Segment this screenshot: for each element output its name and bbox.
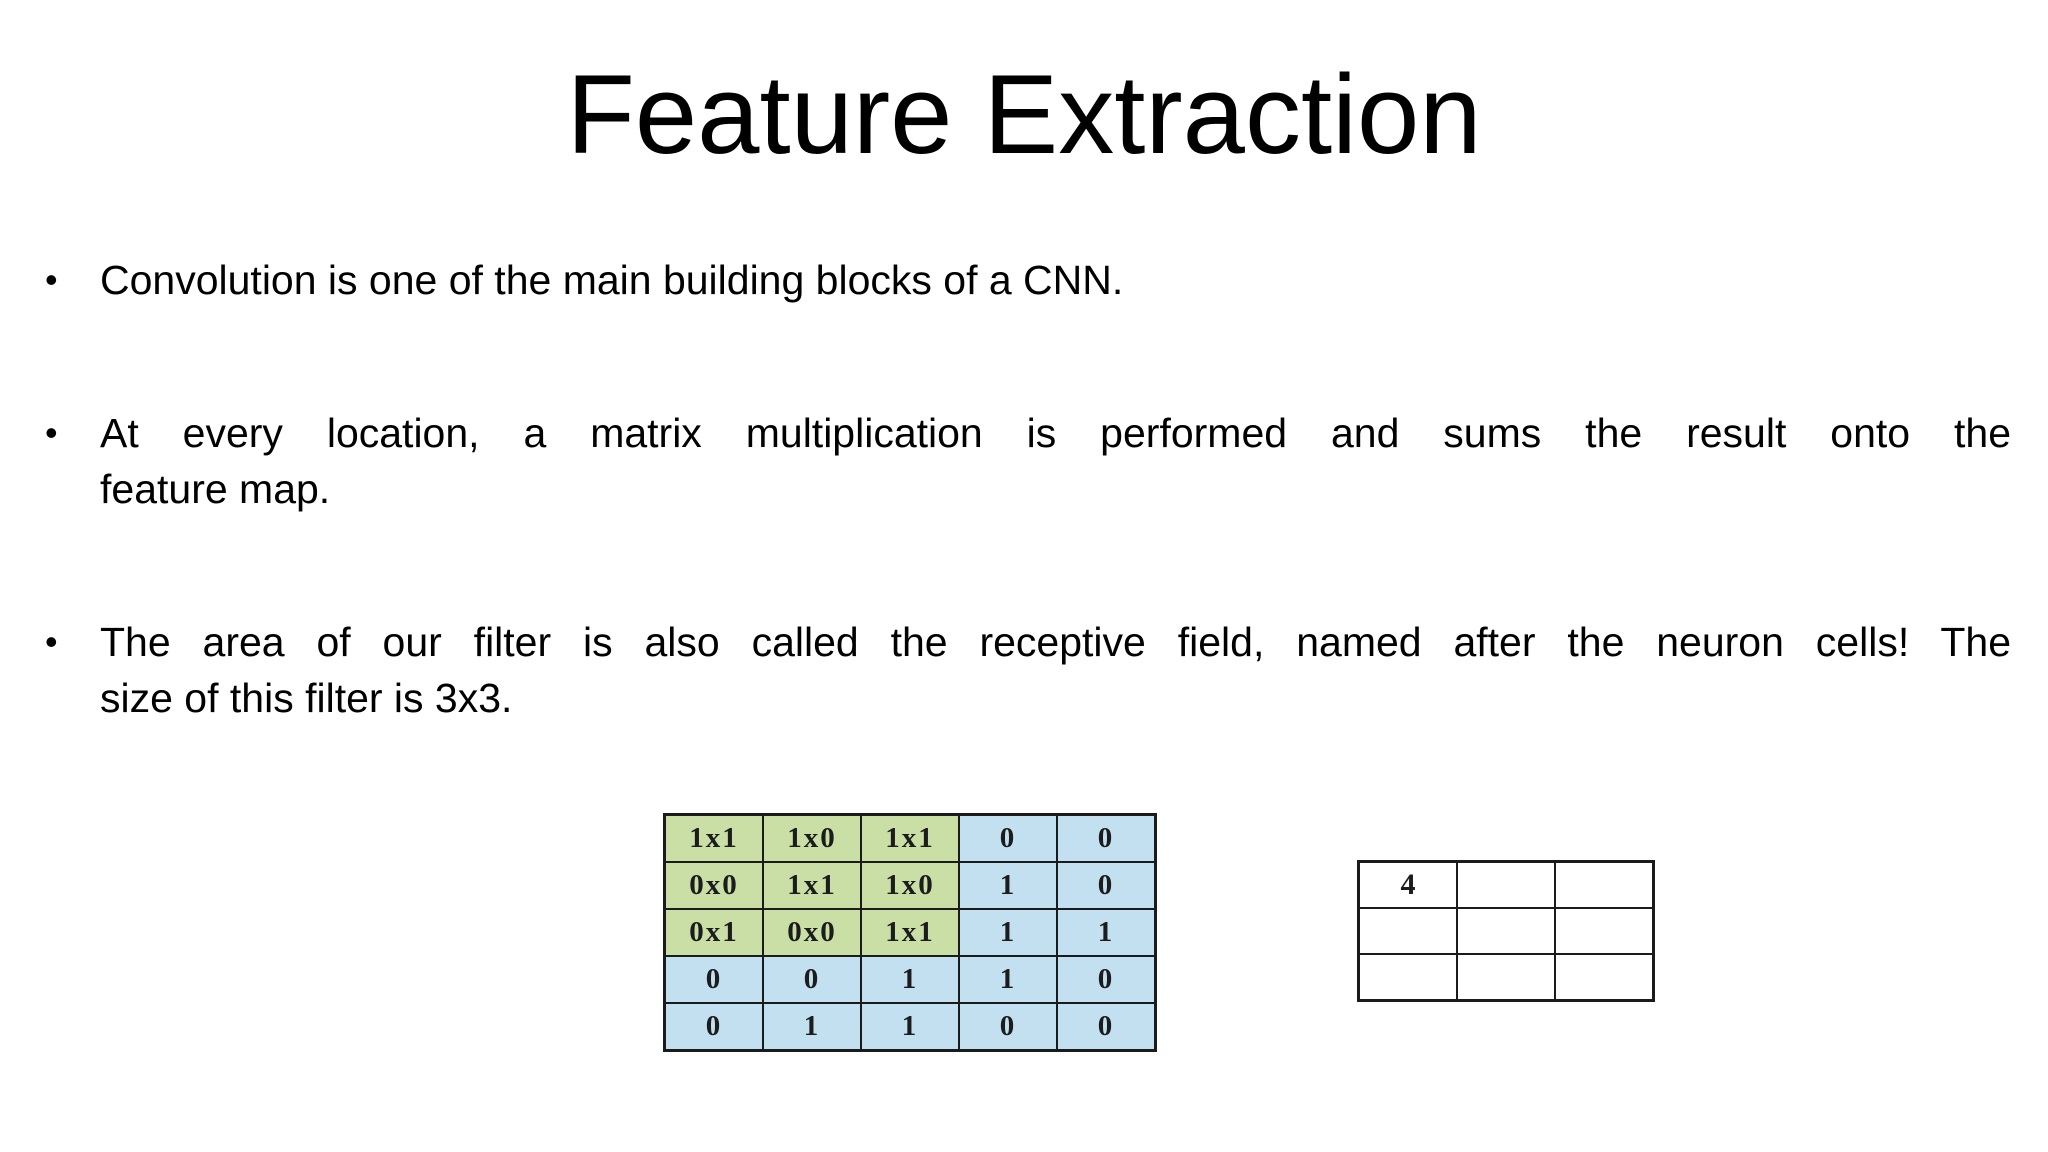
matrix-cell: 0 [958, 813, 1058, 863]
bullet-item-convolution: • Convolution is one of the main buildin… [45, 252, 2011, 308]
matrix-cell: 0 [1056, 955, 1157, 1004]
matrix-cell: 1x1 [860, 908, 960, 957]
feature-map-cell [1357, 953, 1458, 1002]
feature-map-table: 4 [1357, 860, 1655, 1002]
convolution-input-table: 1x1 1x0 1x1 0 0 0x0 1x1 1x0 1 0 0x1 0x0 … [663, 813, 1157, 1052]
bullet-marker: • [45, 621, 58, 662]
matrix-cell: 1 [958, 908, 1058, 957]
feature-map-cell-result: 4 [1357, 860, 1458, 909]
table-row [1357, 907, 1655, 955]
bullet-marker: • [45, 412, 58, 453]
bullet-text-line: At every location, a matrix multiplicati… [100, 410, 2011, 456]
matrix-cell: 0 [1056, 1002, 1157, 1052]
matrix-cell: 0 [663, 955, 764, 1004]
bullet-item-matrix-multiplication: • At every location, a matrix multiplica… [45, 405, 2011, 517]
feature-map-cell [1456, 907, 1556, 955]
table-row: 0 0 1 1 0 [663, 955, 1157, 1004]
table-row: 0 1 1 0 0 [663, 1002, 1157, 1052]
feature-map-cell [1357, 907, 1458, 955]
matrix-cell: 1x0 [762, 813, 862, 863]
bullet-text-line: feature map. [100, 466, 331, 512]
table-row: 1x1 1x0 1x1 0 0 [663, 813, 1157, 863]
bullet-list: • Convolution is one of the main buildin… [45, 252, 2011, 823]
matrix-cell: 0 [663, 1002, 764, 1052]
matrix-cell: 0 [1056, 813, 1157, 863]
bullet-marker: • [45, 259, 58, 300]
matrix-cell: 1 [958, 861, 1058, 910]
feature-map-cell [1554, 860, 1655, 909]
matrix-cell: 0 [762, 955, 862, 1004]
table-row: 4 [1357, 860, 1655, 909]
bullet-text-line: size of this filter is 3x3. [100, 675, 513, 721]
table-row [1357, 953, 1655, 1002]
matrix-cell: 1 [1056, 908, 1157, 957]
matrix-cell: 1 [958, 955, 1058, 1004]
matrix-cell: 1 [860, 1002, 960, 1052]
matrix-cell: 1x1 [663, 813, 764, 863]
matrix-cell: 0 [958, 1002, 1058, 1052]
matrix-cell: 1 [762, 1002, 862, 1052]
matrix-cell: 0x0 [762, 908, 862, 957]
matrix-cell: 1x1 [762, 861, 862, 910]
matrix-cell: 0x1 [663, 908, 764, 957]
table-row: 0x0 1x1 1x0 1 0 [663, 861, 1157, 910]
bullet-item-receptive-field: • The area of our filter is also called … [45, 614, 2011, 726]
matrix-cell: 1 [860, 955, 960, 1004]
feature-map-cell [1456, 953, 1556, 1002]
slide-title: Feature Extraction [566, 52, 1482, 177]
matrix-cell: 1x0 [860, 861, 960, 910]
matrix-cell: 1x1 [860, 813, 960, 863]
matrix-cell: 0x0 [663, 861, 764, 910]
bullet-text-line: The area of our filter is also called th… [100, 619, 2011, 665]
bullet-text-line: Convolution is one of the main building … [100, 257, 1124, 303]
feature-map-cell [1554, 953, 1655, 1002]
table-row: 0x1 0x0 1x1 1 1 [663, 908, 1157, 957]
feature-map-cell [1456, 860, 1556, 909]
matrix-cell: 0 [1056, 861, 1157, 910]
feature-map-cell [1554, 907, 1655, 955]
